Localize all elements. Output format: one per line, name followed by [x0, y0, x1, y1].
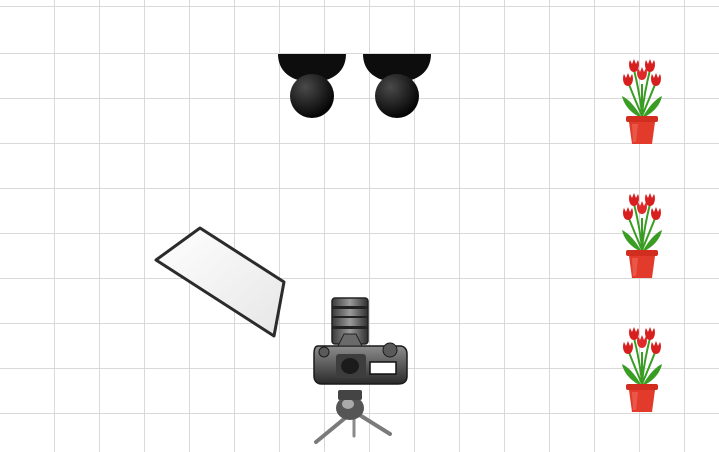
potted-tulips-icon	[614, 56, 670, 148]
studio-light-icon	[361, 52, 433, 122]
studio-light-icon	[276, 52, 348, 122]
potted-tulips-icon	[614, 190, 670, 282]
dslr-camera-on-tripod-icon	[310, 296, 410, 448]
potted-tulips-icon	[614, 324, 670, 416]
reflector-panel-icon	[150, 224, 290, 342]
